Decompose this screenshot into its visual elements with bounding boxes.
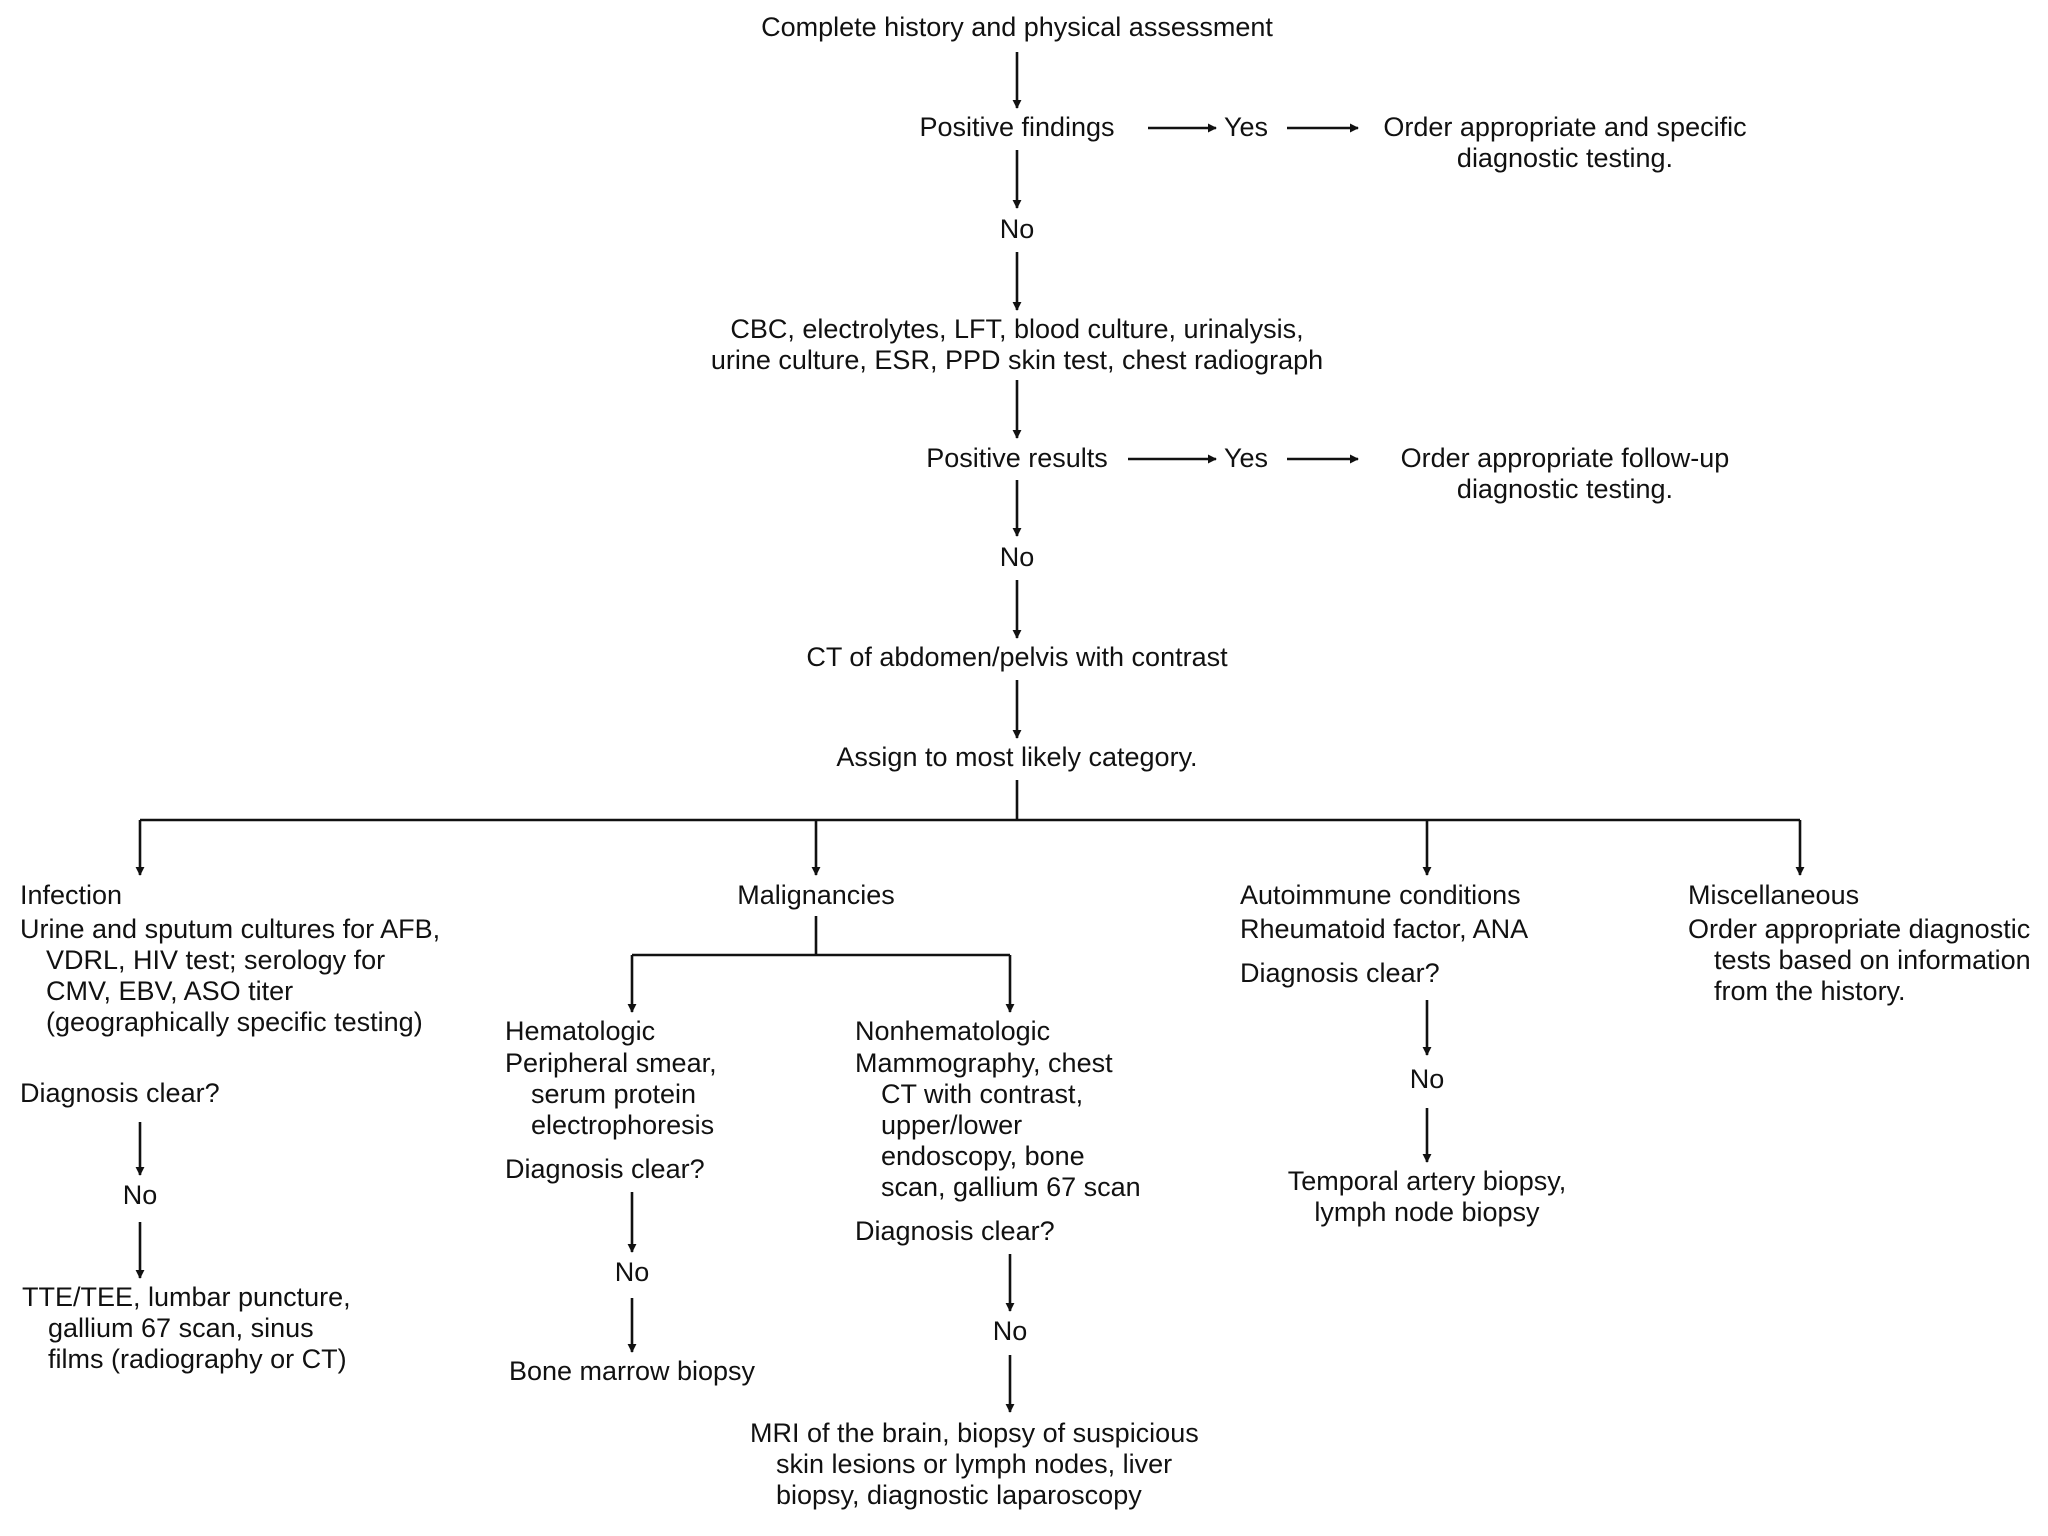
- ct-node: CT of abdomen/pelvis with contrast: [806, 642, 1228, 672]
- positive-findings-node: Positive findings: [919, 112, 1115, 142]
- autoimmune-title: Autoimmune conditions: [1240, 880, 1521, 910]
- nonhematologic-question: Diagnosis clear?: [855, 1216, 1055, 1246]
- autoimmune-tests: Rheumatoid factor, ANA: [1240, 914, 1529, 944]
- order-followup-testing-node: Order appropriate follow-up diagnostic t…: [1400, 443, 1730, 504]
- autoimmune-no-label: No: [1409, 1064, 1445, 1094]
- infection-tests: Urine and sputum cultures for AFB, VDRL,…: [20, 914, 441, 1037]
- yes-label-results: Yes: [1224, 443, 1269, 473]
- hematologic-title: Hematologic: [505, 1016, 656, 1046]
- initial-labs-node: CBC, electrolytes, LFT, blood culture, u…: [710, 314, 1324, 375]
- autoimmune-question: Diagnosis clear?: [1240, 958, 1440, 988]
- nonhematologic-tests: Mammography, chest CT with contrast, upp…: [855, 1048, 1141, 1202]
- nonhematologic-next-tests: MRI of the brain, biopsy of suspicious s…: [750, 1418, 1199, 1510]
- autoimmune-next-tests: Temporal artery biopsy, lymph node biops…: [1287, 1166, 1567, 1227]
- miscellaneous-tests: Order appropriate diagnostic tests based…: [1688, 914, 2031, 1006]
- no-label-findings: No: [999, 214, 1035, 244]
- positive-results-node: Positive results: [926, 443, 1108, 473]
- infection-title: Infection: [20, 880, 123, 910]
- malignancies-title: Malignancies: [737, 880, 895, 910]
- hematologic-no-label: No: [614, 1257, 650, 1287]
- infection-question: Diagnosis clear?: [20, 1078, 220, 1108]
- hematologic-tests: Peripheral smear, serum protein electrop…: [505, 1048, 717, 1140]
- assign-category-node: Assign to most likely category.: [836, 742, 1198, 772]
- yes-label-findings: Yes: [1224, 112, 1269, 142]
- no-label-results: No: [999, 542, 1035, 572]
- nonhematologic-title: Nonhematologic: [855, 1016, 1051, 1046]
- hematologic-question: Diagnosis clear?: [505, 1154, 705, 1184]
- hematologic-next-test: Bone marrow biopsy: [508, 1356, 756, 1386]
- miscellaneous-title: Miscellaneous: [1688, 880, 1860, 910]
- infection-next-tests: TTE/TEE, lumbar puncture, gallium 67 sca…: [22, 1282, 351, 1374]
- history-node: Complete history and physical assessment: [761, 12, 1273, 42]
- nonhematologic-no-label: No: [992, 1316, 1028, 1346]
- order-specific-testing-node: Order appropriate and specific diagnosti…: [1383, 112, 1747, 173]
- infection-no-label: No: [122, 1180, 158, 1210]
